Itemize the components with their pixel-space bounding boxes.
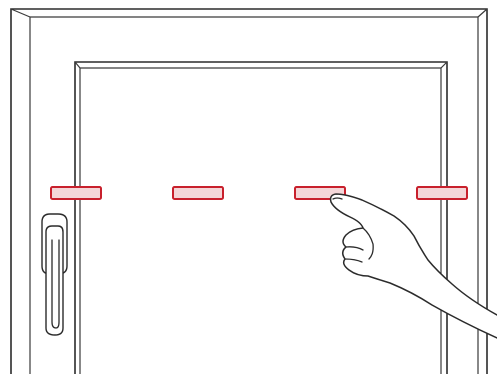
- hand-fingertip: [332, 197, 343, 200]
- glass-opening: [74, 61, 448, 374]
- marker-strip: [416, 186, 468, 200]
- glass-bead-corner-right: [440, 61, 448, 69]
- hand-outline: [329, 193, 497, 339]
- marker-strip: [172, 186, 224, 200]
- outer-frame-inner-edge: [29, 16, 479, 374]
- window-frame: [10, 8, 488, 374]
- hand-ring-finger: [344, 258, 363, 263]
- frame-top-bevel-right: [477, 8, 488, 18]
- pointing-hand-icon: [329, 193, 497, 339]
- glass-bead-corner-left: [74, 61, 81, 69]
- marker-strip: [50, 186, 102, 200]
- hand-index-knuckle: [362, 227, 374, 260]
- hand-middle-finger: [345, 246, 364, 251]
- marker-strips: [50, 186, 468, 200]
- glass-opening-edge: [74, 61, 448, 374]
- handle-lever: [45, 225, 64, 336]
- outer-frame-edge: [10, 8, 488, 374]
- frame-top-bevel-left: [10, 8, 31, 18]
- glass-bead-edge: [79, 67, 442, 374]
- window-handle-icon: [41, 213, 68, 336]
- handle-lever-groove: [51, 239, 60, 329]
